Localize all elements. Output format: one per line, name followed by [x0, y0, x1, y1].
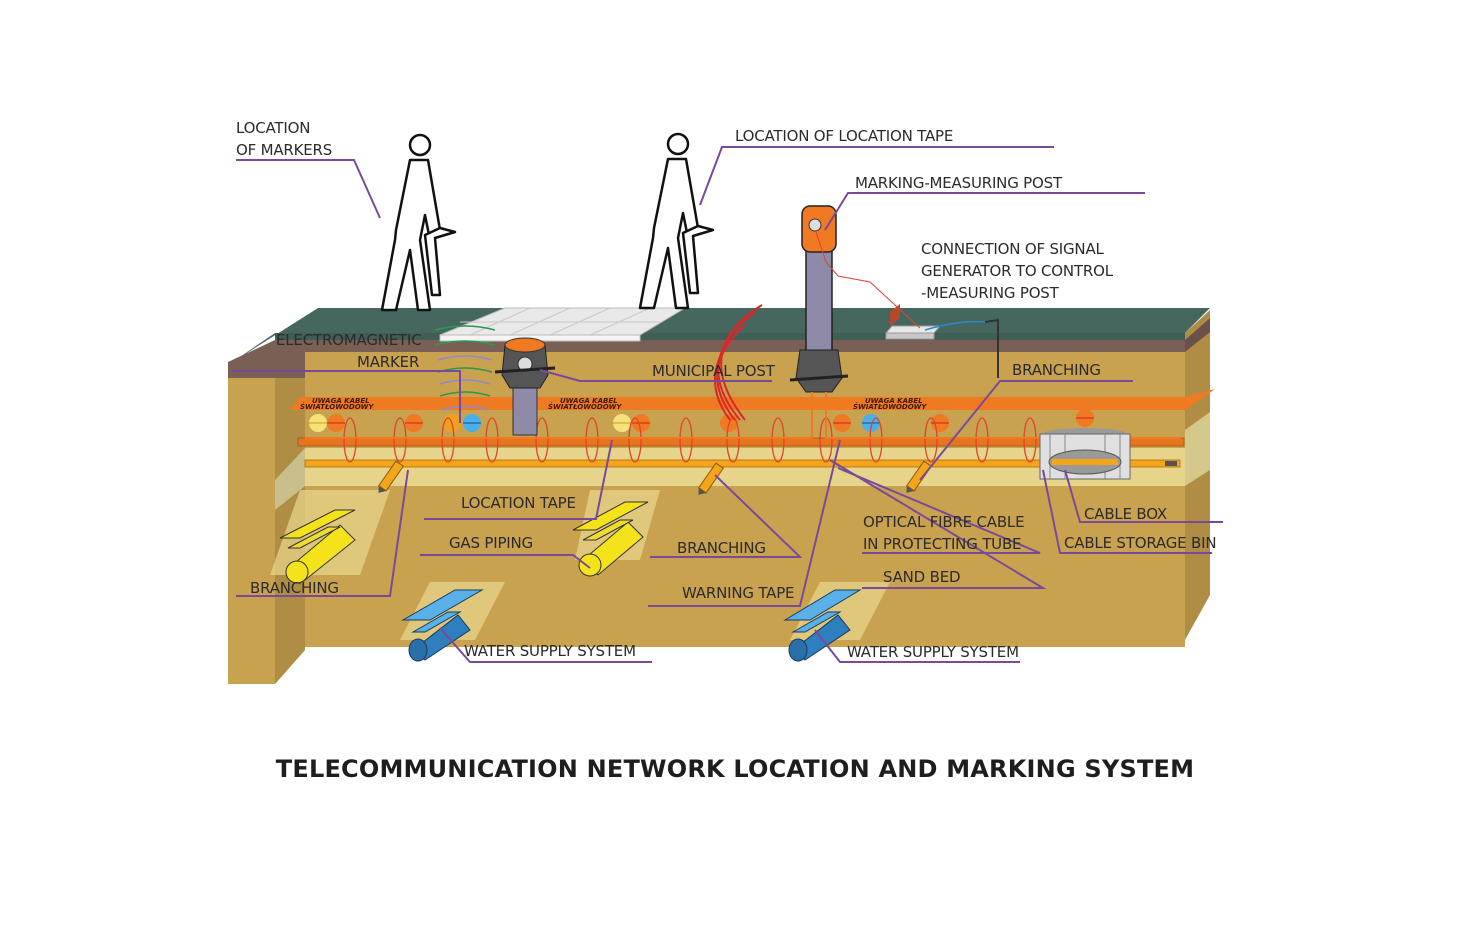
tape-text-line2: ŚWIATŁOWODOWY: [548, 402, 622, 411]
label-water-supply-right: WATER SUPPLY SYSTEM: [847, 643, 1019, 661]
marker-balls: [309, 409, 1094, 432]
tape-text-line2: ŚWIATŁOWODOWY: [853, 402, 927, 411]
label-cable-storage-bin: CABLE STORAGE BIN: [1064, 534, 1216, 552]
tape-text-line2: ŚWIATŁOWODOWY: [300, 402, 374, 411]
diagram-title: TELECOMMUNICATION NETWORK LOCATION AND M…: [276, 755, 1194, 783]
label-optical-fibre-cable: IN PROTECTING TUBE: [863, 535, 1021, 553]
label-location-of-markers: OF MARKERS: [236, 141, 332, 159]
marking-measuring-post: [305, 205, 1180, 439]
label-location-of-location-tape: LOCATION OF LOCATION TAPE: [735, 127, 953, 145]
person-icon-right: [638, 132, 715, 310]
gas-pipe-left: [279, 509, 356, 584]
cable-box: [1039, 428, 1131, 480]
label-gas-piping: GAS PIPING: [449, 534, 533, 552]
label-electromagnetic-marker: ELECTROMAGNETIC: [276, 331, 422, 349]
water-pipe-left: [401, 589, 484, 662]
paving-slabs: [439, 307, 687, 342]
labels: LOCATION OF MARKERS LOCATION OF LOCATION…: [236, 119, 1217, 661]
label-signal-generator-connection: CONNECTION OF SIGNAL: [921, 240, 1105, 258]
branching-stubs: [378, 460, 932, 495]
topsoil-layer: [228, 340, 1185, 378]
label-signal-generator-connection: -MEASURING POST: [921, 284, 1060, 302]
label-warning-tape: WARNING TAPE: [682, 584, 794, 602]
label-location-tape: LOCATION TAPE: [461, 494, 576, 512]
label-municipal-post: MUNICIPAL POST: [652, 362, 776, 380]
label-sand-bed: SAND BED: [883, 568, 960, 586]
label-water-supply-left: WATER SUPPLY SYSTEM: [464, 642, 636, 660]
label-optical-fibre-cable: OPTICAL FIBRE CABLE: [863, 513, 1024, 531]
label-marking-measuring-post: MARKING-MEASURING POST: [855, 174, 1063, 192]
label-electromagnetic-marker: MARKER: [357, 353, 419, 371]
signal-rings: [343, 417, 1037, 463]
label-branching-center: BRANCHING: [677, 539, 766, 557]
leader-lines: [232, 146, 1223, 663]
person-icon-left: [380, 133, 457, 312]
gas-pipe-center: [572, 501, 649, 577]
tape-text-line1: UWAGA KABEL: [560, 397, 618, 405]
signal-generator: [815, 231, 999, 378]
tape-text-line1: UWAGA KABEL: [312, 397, 370, 405]
label-branching-left: BRANCHING: [250, 579, 339, 597]
label-branching-right: BRANCHING: [1012, 361, 1101, 379]
label-location-of-markers: LOCATION: [236, 119, 310, 137]
municipal-post: [494, 337, 556, 436]
optical-fibre-tube: [304, 459, 1181, 468]
label-signal-generator-connection: GENERATOR TO CONTROL: [921, 262, 1114, 280]
tape-text-line1: UWAGA KABEL: [865, 397, 923, 405]
label-cable-box: CABLE BOX: [1084, 505, 1167, 523]
